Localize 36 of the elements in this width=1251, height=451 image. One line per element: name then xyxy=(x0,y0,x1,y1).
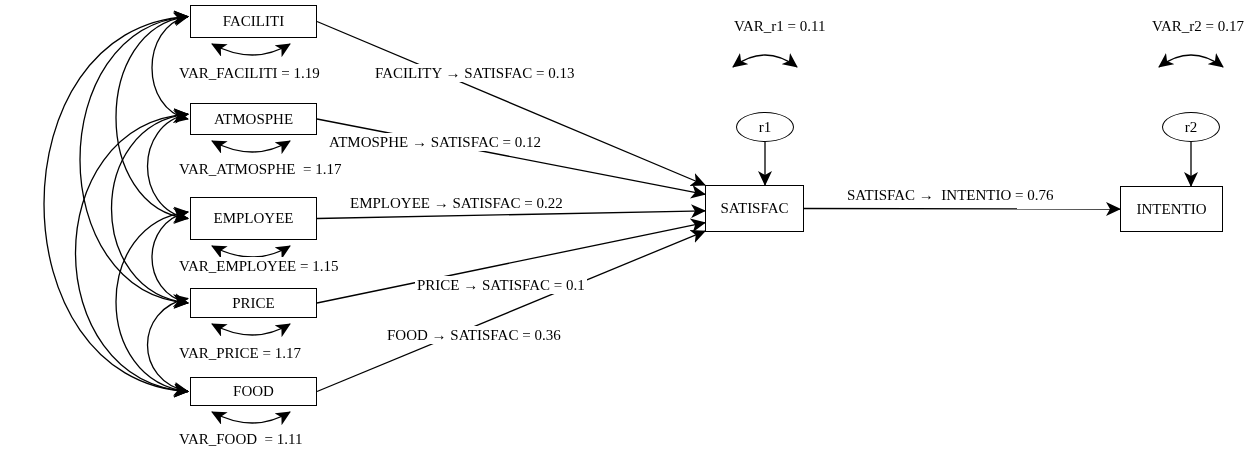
variance-arrow xyxy=(211,411,291,425)
covariance-arrow xyxy=(115,208,189,395)
variance-arrow xyxy=(211,140,291,154)
variable-box: EMPLOYEE xyxy=(190,197,317,240)
residual-ellipse: r2 xyxy=(1162,112,1220,142)
variable-box: FACILITI xyxy=(190,5,317,38)
edge-label: PRICE → SATISFAC = 0.1 xyxy=(415,276,587,294)
edge-label: FACILITY → SATISFAC = 0.13 xyxy=(373,64,577,82)
covariance-arrow xyxy=(151,14,189,121)
edge-label: VAR_EMPLOYEE = 1.15 xyxy=(177,257,341,275)
covariance-arrow xyxy=(110,110,189,307)
edge-label: ATMOSPHE → SATISFAC = 0.12 xyxy=(327,133,543,151)
path-arrow xyxy=(758,141,772,186)
variance-arrow xyxy=(211,323,291,337)
variance-arrow xyxy=(211,43,291,57)
variance-arrow xyxy=(732,53,798,68)
covariance-arrow xyxy=(74,110,189,396)
covariance-arrow xyxy=(43,12,189,396)
variable-box: SATISFAC xyxy=(705,185,804,232)
path-arrow xyxy=(316,20,706,186)
variable-box: FOOD xyxy=(190,377,317,406)
path-arrow xyxy=(803,202,1121,216)
path-arrow xyxy=(316,204,706,220)
covariance-arrow xyxy=(146,295,189,395)
covariance-arrow xyxy=(146,111,189,221)
path-arrow xyxy=(1184,141,1198,187)
covariance-arrow xyxy=(151,209,189,306)
variable-box: INTENTIO xyxy=(1120,186,1223,232)
path-arrow xyxy=(316,218,706,304)
variance-arrow xyxy=(211,245,291,259)
edge-label: FOOD → SATISFAC = 0.36 xyxy=(385,326,563,344)
covariance-arrow xyxy=(115,13,189,222)
residual-ellipse: r1 xyxy=(736,112,794,142)
variance-arrow xyxy=(1158,53,1224,68)
variable-box: ATMOSPHE xyxy=(190,103,317,135)
variable-box: PRICE xyxy=(190,288,317,318)
